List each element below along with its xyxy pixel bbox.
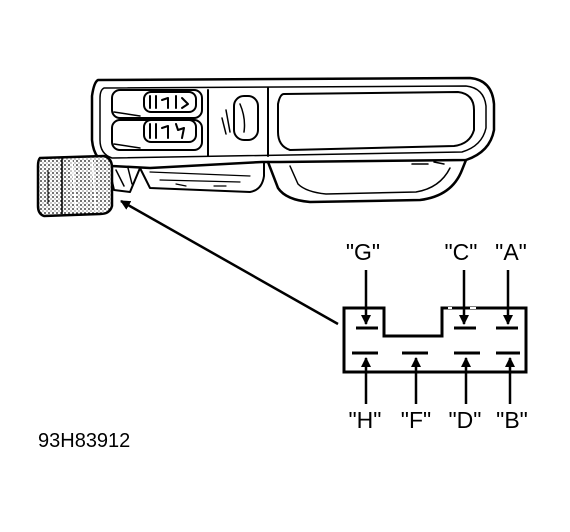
front-window-switch-body (111, 89, 203, 119)
connector-face (342, 306, 528, 374)
lower-housing-inner (289, 165, 451, 195)
harness-connector-plug (36, 154, 114, 218)
terminal-label-f: "F" (401, 407, 431, 433)
front-window-switch-symbol (149, 95, 189, 109)
connector-face-outline (342, 306, 528, 374)
terminal-label-d: "D" (449, 407, 482, 433)
terminal-labels: "G" "C" "A" "H" "F" "D" "B" (346, 239, 528, 433)
terminal-label-c: "C" (445, 239, 478, 265)
terminal-pointers (361, 270, 515, 404)
switch-body-lower (139, 161, 265, 193)
terminal-slots (352, 326, 520, 355)
terminal-label-b: "B" (496, 407, 528, 433)
leader-arrow (120, 199, 339, 326)
window-switch-assembly (90, 76, 496, 204)
front-window-switch-knob (143, 91, 197, 113)
door-lock-switch (221, 95, 259, 141)
handle-recess (277, 91, 475, 151)
rear-window-switch-knob (143, 119, 197, 143)
switch-bezel-inner (99, 85, 487, 159)
terminal-label-h: "H" (349, 407, 382, 433)
rear-window-switch-symbol (149, 123, 185, 139)
figure-reference-code: 93H83912 (38, 430, 130, 452)
lower-housing (266, 158, 468, 204)
terminal-label-g: "G" (346, 239, 380, 265)
door-lock-switch-body (233, 95, 259, 141)
switch-bezel-outer (90, 76, 496, 170)
terminal-label-a: "A" (495, 239, 527, 265)
rear-window-switch (111, 119, 203, 151)
front-window-switch (111, 89, 203, 119)
connector-plug-body (36, 154, 114, 218)
